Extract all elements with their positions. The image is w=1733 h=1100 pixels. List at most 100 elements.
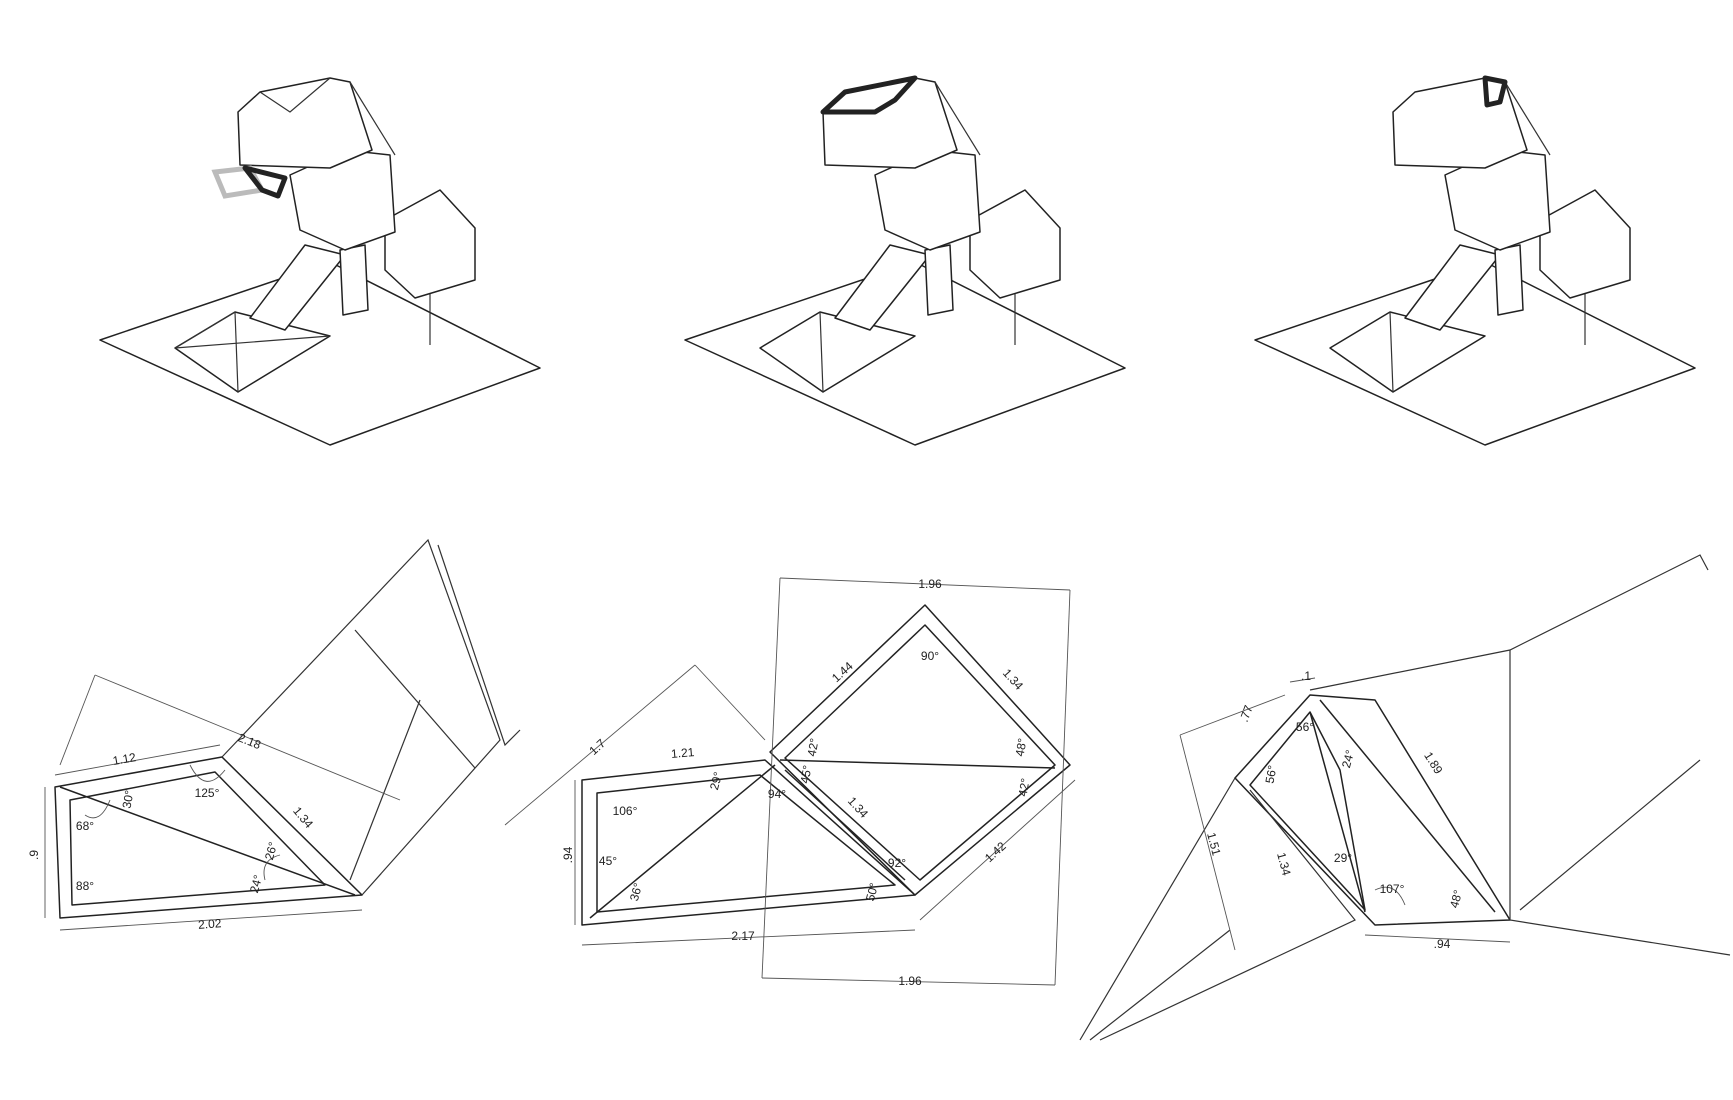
- stair-block: [924, 244, 954, 316]
- triangle-frame-inner: [1249, 711, 1366, 911]
- angle-label: 56°: [1296, 720, 1314, 734]
- ramp-mound: [759, 311, 916, 393]
- ramp-ridge: [1389, 311, 1394, 393]
- dim-label: 1.21: [670, 745, 695, 761]
- dim-label: 1.34: [1274, 851, 1294, 877]
- dim-line-left-v: [761, 577, 781, 979]
- angle-arc: [189, 764, 226, 782]
- ramp-edge: [174, 311, 331, 349]
- isometric-view-2: [684, 75, 1126, 446]
- dim-line-bottom-2: [581, 929, 916, 946]
- base-plate: [684, 261, 1126, 446]
- dim-line-bottom: [1364, 934, 1511, 943]
- dim-line-right-v: [1054, 589, 1071, 986]
- angle-label: 88°: [76, 879, 94, 893]
- long-member: [1319, 699, 1496, 913]
- ramp-ridge: [234, 311, 239, 393]
- angle-label: 94°: [768, 787, 786, 801]
- dim-label: 1.7: [586, 736, 608, 758]
- dim-label: .77: [1237, 703, 1256, 724]
- stair-block: [1494, 244, 1524, 316]
- angle-label: 45°: [599, 854, 617, 868]
- square-diagonal: [779, 759, 1056, 769]
- trapezoid-frame-inner: [596, 774, 896, 913]
- highlighted-frame: [242, 165, 288, 199]
- adjacent-frame-a: [1079, 777, 1236, 1041]
- plan-2: 1.96 1.44 1.34 1.7 1.21 .94 1.34 1.42 2.…: [504, 577, 1076, 988]
- adjacent-frame-f: [1089, 929, 1231, 1041]
- angle-label: 42°: [1016, 777, 1033, 798]
- dim-line-left: [1179, 694, 1286, 736]
- triangle-frame-inner: [69, 771, 326, 906]
- dim-line-diag-b: [694, 664, 766, 741]
- diagonal-member: [589, 764, 776, 919]
- plan-1: 1.12 2.18 .9 2.02 1.34 125° 30° 68° 88° …: [27, 538, 521, 932]
- dim-label: .9: [27, 850, 41, 860]
- square-diagonal-2: [784, 769, 906, 881]
- plan-3: .1 .77 1.51 1.34 1.89 .94 56° 56° 24° 29…: [1079, 554, 1731, 1041]
- square-frame-inner: [784, 624, 1056, 881]
- adjacent-frame-d: [437, 544, 521, 747]
- dim-label: .94: [1434, 937, 1451, 951]
- adjacent-frame-b: [1099, 789, 1356, 1041]
- upper-module: [1392, 77, 1528, 169]
- dim-line-bottom: [59, 909, 363, 931]
- dim-label: 1.89: [1421, 749, 1445, 777]
- angle-label: 125°: [195, 786, 220, 800]
- angle-label: 29°: [707, 770, 725, 791]
- diagonal-brace: [349, 81, 396, 156]
- isometric-view-1: [99, 77, 541, 446]
- adjacent-frame-d: [1509, 650, 1731, 956]
- lower-module: [969, 189, 1061, 299]
- dim-label: 1.12: [112, 750, 138, 768]
- angle-arc: [84, 799, 111, 819]
- angle-arc: [263, 854, 281, 881]
- ramp-mound: [1329, 311, 1486, 393]
- dim-line-top: [779, 577, 1071, 591]
- inner-member: [1309, 711, 1366, 913]
- highlighted-roof: [820, 75, 918, 115]
- adjacent-frame-c: [1309, 554, 1709, 691]
- dim-line-diag: [504, 664, 696, 826]
- dim-line-bottom: [761, 977, 1056, 986]
- angle-label: 48°: [1447, 888, 1465, 909]
- angle-label: 50°: [863, 881, 881, 902]
- angle-label: 107°: [1380, 882, 1405, 896]
- angle-label: 24°: [1339, 748, 1357, 769]
- adjacent-frame-a: [221, 538, 501, 896]
- lower-module: [384, 189, 476, 299]
- angle-label: 48°: [1013, 737, 1030, 758]
- dim-line-top: [54, 744, 221, 776]
- diagonal-brace: [1504, 81, 1551, 156]
- diagonal-member: [59, 786, 356, 896]
- angle-label: 68°: [76, 819, 94, 833]
- adjacent-frame-b: [354, 629, 476, 769]
- base-plate: [99, 261, 541, 446]
- dim-label: 2.18: [236, 730, 263, 752]
- angle-label: 106°: [613, 804, 638, 818]
- angle-label: 42°: [805, 737, 822, 758]
- isometric-view-3: [1254, 75, 1696, 446]
- angle-label: 26°: [262, 840, 280, 861]
- angle-label: 56°: [1263, 764, 1280, 785]
- angle-label: 29°: [1334, 851, 1352, 865]
- dim-label: .1: [1301, 669, 1311, 683]
- dim-label: 2.17: [731, 929, 755, 943]
- dim-label: 1.96: [918, 577, 942, 591]
- upper-module: [237, 77, 373, 169]
- dim-label: .94: [561, 846, 575, 863]
- dim-label: 2.02: [198, 916, 223, 932]
- dim-line-left-long: [1179, 734, 1236, 951]
- angle-label: 45°: [798, 764, 815, 785]
- dim-label: 1.96: [898, 974, 922, 988]
- adjacent-frame-e: [1519, 759, 1701, 911]
- stair-block: [339, 244, 369, 316]
- roof-truss: [259, 77, 331, 113]
- angle-label: 90°: [921, 649, 939, 663]
- angle-label: 30°: [120, 789, 137, 810]
- dim-label: 1.34: [1000, 666, 1026, 693]
- angle-arc: [1374, 886, 1406, 906]
- dim-label: 1.51: [1204, 831, 1224, 857]
- adjacent-frame-c: [349, 699, 421, 881]
